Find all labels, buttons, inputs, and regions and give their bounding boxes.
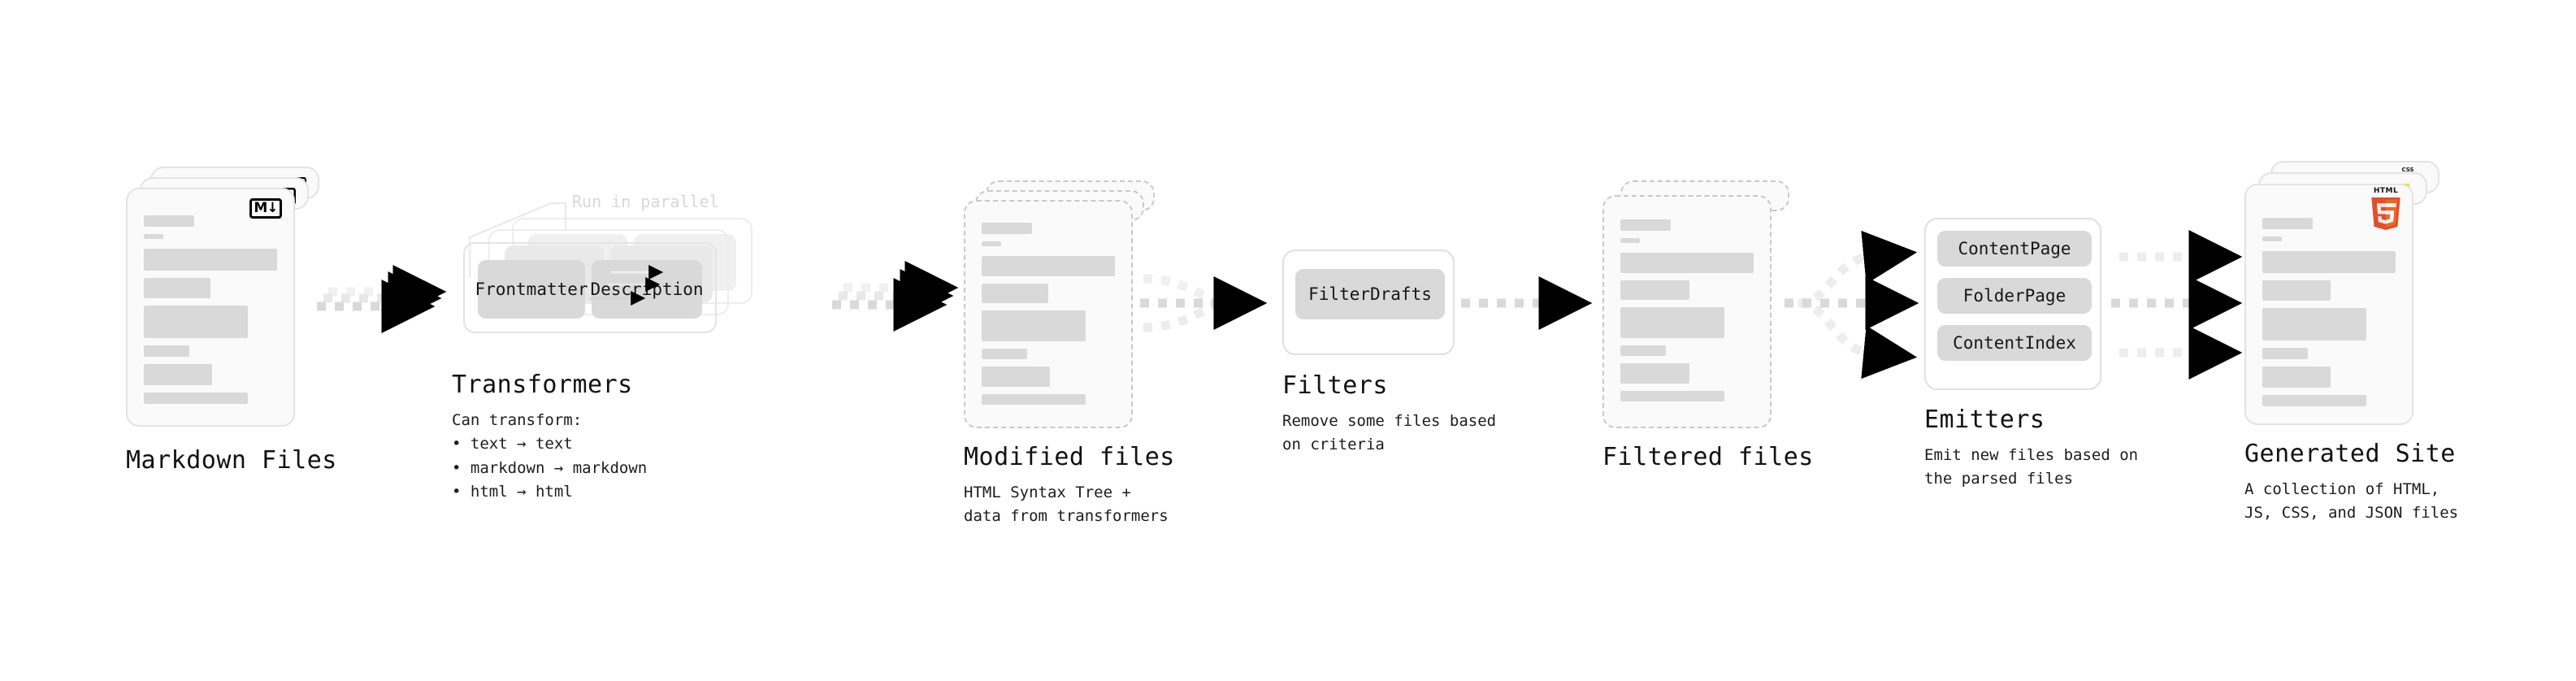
stage-title-markdown-files: Markdown Files	[126, 446, 337, 475]
skeleton-bar	[144, 393, 248, 404]
html5-icon: HTML	[2370, 187, 2402, 232]
skeleton-bar	[982, 284, 1048, 303]
stage-title-emitters: Emitters	[1924, 406, 2045, 434]
transformer-stack: Run in parallel Frontmatter Description	[452, 192, 826, 358]
stage-generated-site: HTML	[2244, 161, 2458, 526]
chip-contentpage[interactable]: ContentPage	[1937, 231, 2092, 267]
skeleton-bar	[982, 241, 1001, 246]
skeleton-bar	[144, 278, 210, 298]
markdown-icon-label: M↓	[249, 198, 282, 219]
skeleton-bar	[2262, 280, 2331, 301]
skeleton-bar	[1620, 391, 1724, 401]
skeleton-bar	[982, 310, 1086, 341]
stage-desc-emitters: Emit new files based on the parsed files	[1924, 446, 2139, 488]
stage-title-generated-site: Generated Site	[2244, 440, 2456, 468]
skeleton-bar	[2262, 251, 2396, 273]
filters-box: FilterDrafts	[1282, 249, 1455, 355]
stage-markdown-files: M↓ M↓ M↓	[126, 167, 337, 475]
skeleton-bar	[2262, 367, 2331, 388]
chip-description[interactable]: Description	[590, 260, 704, 319]
skeleton-bar	[982, 394, 1086, 405]
html5-badge-wrap: HTML	[2370, 187, 2402, 232]
skeleton-bar	[1620, 280, 1690, 300]
html5-shield	[2371, 197, 2400, 230]
skeleton-bar	[982, 256, 1115, 276]
file-content-skeleton	[1620, 219, 1754, 409]
stage-desc-generated-site: A collection of HTML, JS, CSS, and JSON …	[2244, 480, 2459, 523]
markdown-file-front: M↓	[126, 188, 295, 427]
filtered-file-stack	[1602, 180, 1789, 428]
chip-folderpage[interactable]: FolderPage	[1937, 278, 2092, 314]
stage-title-filters: Filters	[1282, 371, 1388, 400]
filtered-file-front	[1602, 195, 1772, 428]
filters-box-wrap: FilterDrafts	[1282, 249, 1459, 357]
generated-file-front-html: HTML	[2244, 184, 2413, 425]
chip-contentindex[interactable]: ContentIndex	[1937, 325, 2092, 361]
skeleton-bar	[2262, 395, 2366, 406]
skeleton-bar	[1620, 307, 1724, 338]
stage-desc-transformers: Can transform: • text → text • markdown …	[452, 411, 648, 501]
arrow-modified-to-filters	[1140, 274, 1268, 332]
skeleton-bar	[2262, 218, 2313, 229]
stage-title-modified-files: Modified files	[964, 443, 1175, 471]
skeleton-bar	[144, 215, 194, 227]
arrow-filtered-to-emitters	[1785, 230, 1919, 380]
stage-modified-files: Modified files HTML Syntax Tree + data f…	[964, 180, 1175, 529]
stage-transformers: Run in parallel Frontmatter Description	[452, 192, 826, 505]
modified-file-front	[964, 200, 1133, 428]
markdown-icon: M↓	[249, 198, 282, 219]
stage-filtered-files: Filtered files	[1602, 180, 1814, 481]
arrow-transformers-to-modified	[832, 261, 959, 332]
skeleton-bar	[2262, 308, 2366, 340]
skeleton-bar	[1620, 363, 1690, 384]
skeleton-bar	[1620, 219, 1671, 231]
skeleton-bar	[144, 306, 248, 338]
skeleton-bar	[144, 249, 277, 271]
skeleton-bar	[144, 364, 212, 385]
skeleton-bar	[2262, 236, 2282, 241]
skeleton-bar	[1620, 238, 1640, 243]
stage-desc-modified-files: HTML Syntax Tree + data from transformer…	[964, 484, 1169, 526]
markdown-file-stack: M↓ M↓ M↓	[126, 167, 319, 427]
skeleton-bar	[144, 234, 163, 239]
skeleton-bar	[982, 349, 1027, 359]
html5-icon-label: HTML	[2373, 187, 2399, 195]
file-content-skeleton	[2262, 218, 2396, 414]
stage-emitters: ContentPage FolderPage ContentIndex Emit…	[1924, 218, 2138, 492]
chip-filterdrafts[interactable]: FilterDrafts	[1295, 269, 1445, 319]
emitters-box: ContentPage FolderPage ContentIndex	[1924, 218, 2101, 390]
transformer-card-1: Frontmatter Description	[463, 242, 717, 333]
stage-filters: FilterDrafts Filters Remove some files b…	[1282, 249, 1496, 458]
chip-frontmatter[interactable]: Frontmatter	[475, 260, 588, 319]
modified-file-stack	[964, 180, 1155, 428]
skeleton-bar	[144, 345, 189, 357]
run-in-parallel-label: Run in parallel	[572, 192, 719, 211]
generated-site-stack: HTML	[2244, 161, 2439, 425]
skeleton-bar	[2262, 348, 2308, 359]
file-content-skeleton	[144, 215, 277, 411]
skeleton-bar	[982, 223, 1032, 234]
emitters-box-wrap: ContentPage FolderPage ContentIndex	[1924, 218, 2108, 393]
arrow-markdown-to-transformers	[317, 265, 447, 333]
file-content-skeleton	[982, 223, 1115, 412]
skeleton-bar	[1620, 345, 1666, 356]
arrow-emitters-to-site	[2111, 230, 2243, 380]
stage-title-transformers: Transformers	[452, 371, 633, 399]
skeleton-bar	[982, 367, 1050, 387]
skeleton-bar	[1620, 253, 1754, 273]
stage-desc-filters: Remove some files based on criteria	[1282, 412, 1497, 454]
stage-title-filtered-files: Filtered files	[1602, 443, 1814, 471]
